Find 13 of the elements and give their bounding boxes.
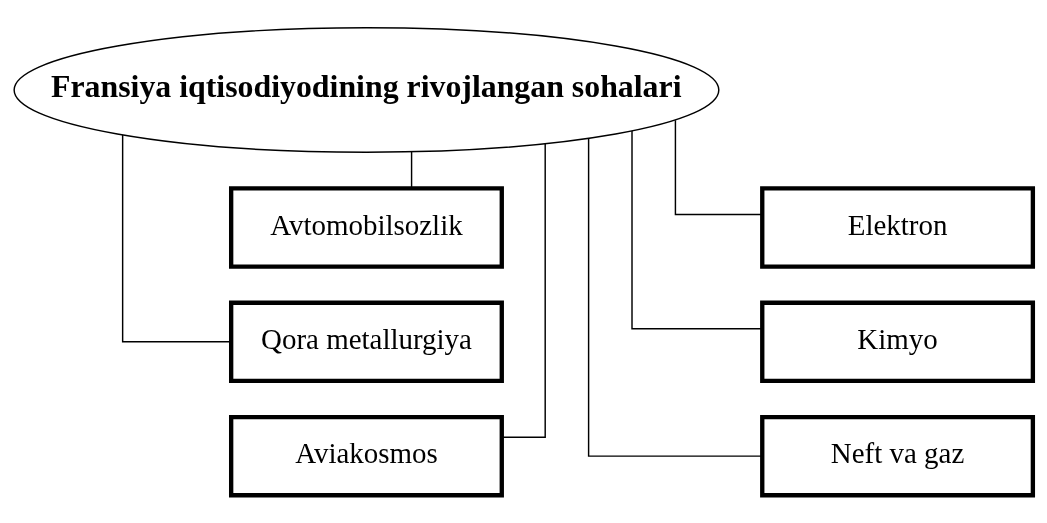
connector [587,137,763,457]
connector [631,130,763,330]
node-box: Avtomobilsozlik [229,186,504,269]
node-box: Aviakosmos [229,414,504,498]
node-ellipse: Fransiya iqtisodiyodining rivojlangan sohalari [13,27,720,153]
node-box: Neft va gaz [760,414,1036,498]
node-box: Elektron [760,186,1036,269]
node-box: Kimyo [760,300,1036,384]
connector [121,134,232,343]
connector [501,143,546,439]
connector [674,119,763,216]
node-box: Qora metallurgiya [229,300,504,384]
connector [410,151,413,190]
